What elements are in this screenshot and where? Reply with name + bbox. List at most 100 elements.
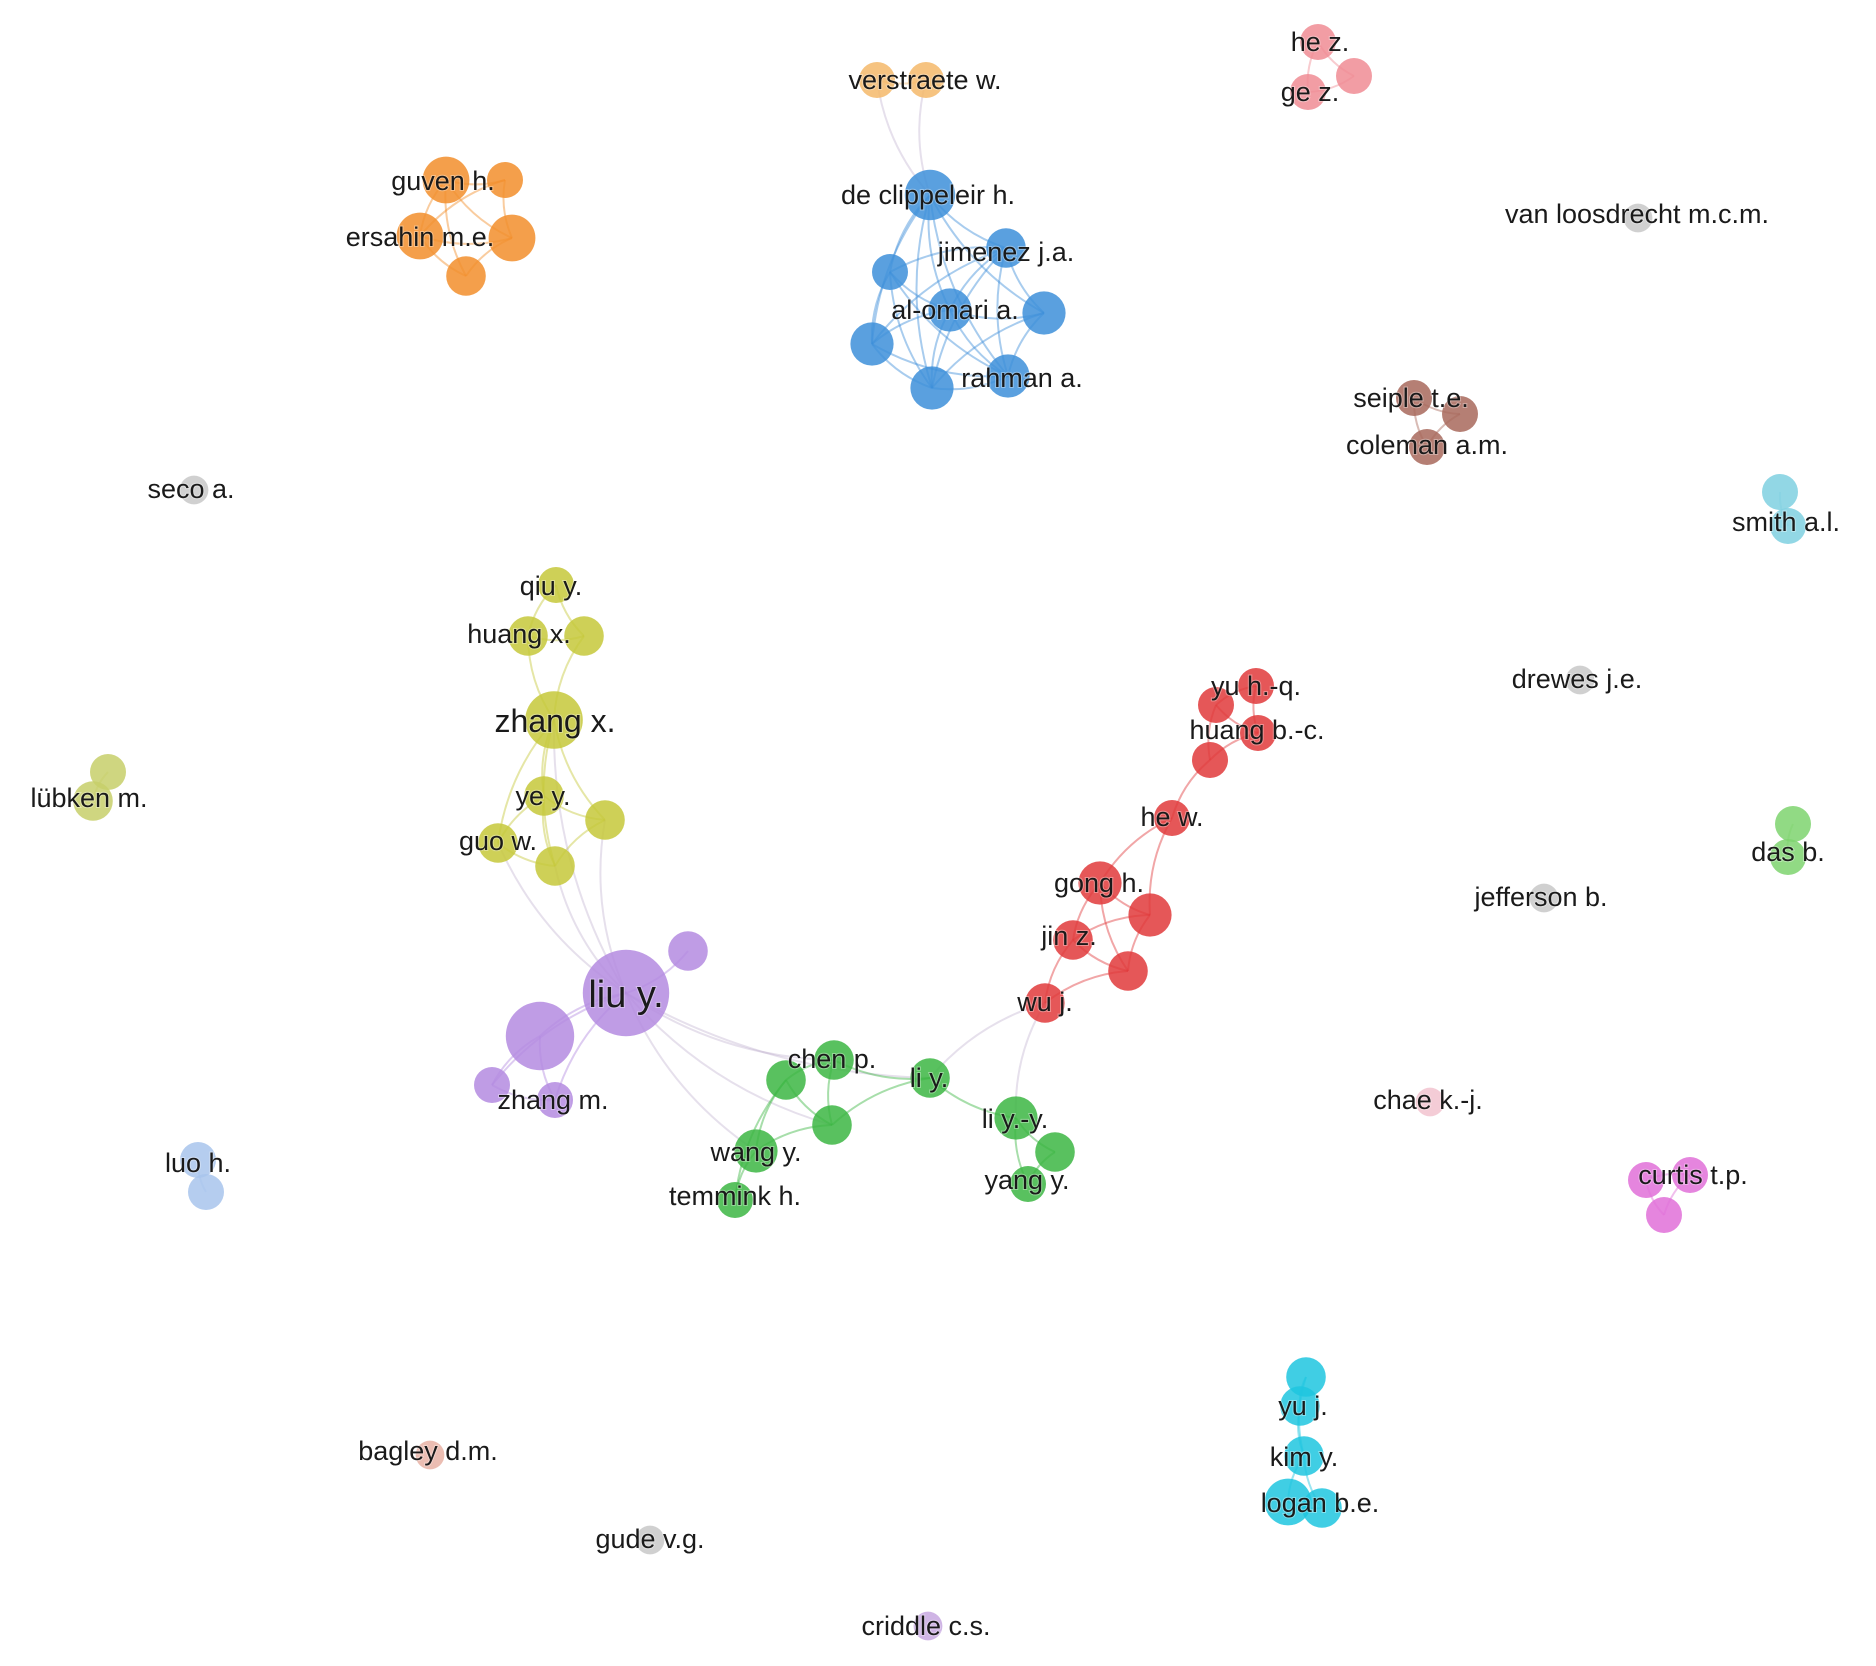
node-label-luo: luo h. bbox=[165, 1148, 231, 1178]
node-jin bbox=[1053, 920, 1093, 960]
node-red_b bbox=[1192, 742, 1228, 778]
node-green_b bbox=[812, 1105, 852, 1145]
node-label-he_z: he z. bbox=[1291, 27, 1350, 57]
node-bagley bbox=[415, 1440, 445, 1470]
node-blue_c bbox=[850, 322, 894, 366]
node-orange_a bbox=[487, 162, 523, 198]
node-logan bbox=[1264, 1478, 1312, 1526]
node-label-zhang_m: zhang m. bbox=[497, 1085, 608, 1115]
node-seco bbox=[179, 475, 209, 505]
node-layer bbox=[73, 24, 1811, 1641]
node-light_green_a bbox=[1770, 839, 1806, 875]
node-guo bbox=[478, 823, 518, 863]
node-green_a bbox=[766, 1060, 806, 1100]
node-drewes bbox=[1565, 665, 1595, 695]
node-qiu bbox=[538, 567, 574, 603]
node-blue_a bbox=[872, 254, 908, 290]
node-zhang_m bbox=[537, 1082, 573, 1118]
node-smith bbox=[1762, 474, 1798, 510]
node-he_z bbox=[1300, 24, 1336, 60]
node-wu bbox=[1025, 983, 1065, 1023]
node-label-criddle: criddle c.s. bbox=[861, 1611, 990, 1641]
node-label-qiu: qiu y. bbox=[520, 571, 583, 601]
node-label-chen: chen p. bbox=[788, 1044, 877, 1074]
node-label-das: das b. bbox=[1751, 837, 1825, 867]
node-curtis bbox=[1672, 1157, 1708, 1193]
node-green_c bbox=[1035, 1132, 1075, 1172]
node-bcyan_b bbox=[1302, 1488, 1342, 1528]
node-label-coleman: coleman a.m. bbox=[1346, 430, 1508, 460]
node-blue_b bbox=[1022, 291, 1066, 335]
node-orange_c bbox=[446, 256, 486, 296]
node-he_w bbox=[1154, 800, 1190, 836]
node-label-smith: smith a.l. bbox=[1732, 507, 1840, 537]
node-guven bbox=[422, 156, 470, 204]
node-ye bbox=[524, 776, 564, 816]
node-das bbox=[1775, 806, 1811, 842]
node-label-ersahin: ersahin m.e. bbox=[346, 222, 495, 252]
node-gong bbox=[1078, 861, 1122, 905]
node-red_c bbox=[1128, 893, 1172, 937]
node-wang bbox=[734, 1129, 778, 1173]
node-red_d bbox=[1108, 951, 1148, 991]
node-criddle bbox=[913, 1611, 943, 1641]
node-yang bbox=[1010, 1166, 1046, 1202]
node-verstraete2 bbox=[908, 62, 944, 98]
node-label-huang_x: huang x. bbox=[467, 619, 571, 649]
node-label-curtis: curtis t.p. bbox=[1638, 1160, 1748, 1190]
node-label-yang: yang y. bbox=[984, 1165, 1069, 1195]
node-label-logan: logan b.e. bbox=[1261, 1488, 1380, 1518]
node-label-huang_bc: huang b.-c. bbox=[1189, 715, 1324, 745]
node-chen bbox=[814, 1040, 854, 1080]
node-label-bagley: bagley d.m. bbox=[358, 1436, 498, 1466]
node-label-jin: jin z. bbox=[1040, 921, 1097, 951]
node-luo bbox=[180, 1142, 216, 1178]
node-chae bbox=[1415, 1087, 1445, 1117]
node-label-li_y: li y. bbox=[910, 1063, 949, 1093]
node-yu_hq bbox=[1238, 668, 1274, 704]
node-kim bbox=[1284, 1436, 1324, 1476]
node-bcyan_a bbox=[1280, 1386, 1320, 1426]
node-label-zhang_x: zhang x. bbox=[495, 703, 616, 739]
node-temmink bbox=[717, 1182, 753, 1218]
node-label-seco: seco a. bbox=[147, 474, 234, 504]
node-label-de_clippeleir: de clippeleir h. bbox=[841, 180, 1015, 210]
node-huang_bc bbox=[1240, 715, 1276, 751]
node-label-van_loosdrecht: van loosdrecht m.c.m. bbox=[1505, 199, 1769, 229]
node-brown_a bbox=[1442, 396, 1478, 432]
node-label-jefferson: jefferson b. bbox=[1473, 882, 1607, 912]
node-liu bbox=[582, 949, 670, 1037]
node-light_olive_a bbox=[73, 781, 113, 821]
node-van_loosdrecht bbox=[1623, 203, 1653, 233]
node-label-wu: wu j. bbox=[1016, 987, 1073, 1017]
node-zhang_x bbox=[525, 691, 583, 749]
node-magenta_b bbox=[1646, 1197, 1682, 1233]
node-gude bbox=[635, 1525, 665, 1555]
node-ge_z bbox=[1290, 74, 1326, 110]
node-label-liu: liu y. bbox=[588, 974, 663, 1016]
node-coleman bbox=[1409, 429, 1445, 465]
node-label-kim: kim y. bbox=[1270, 1442, 1339, 1472]
node-label-wang: wang y. bbox=[709, 1137, 801, 1167]
node-blue_d bbox=[910, 366, 954, 410]
node-pink_a bbox=[1336, 58, 1372, 94]
node-purple_c bbox=[474, 1067, 510, 1103]
node-cyan_a bbox=[1770, 508, 1806, 544]
label-layer: verstraete w.de clippeleir h.jimenez j.a… bbox=[29, 26, 1841, 1642]
node-purple_b bbox=[505, 1001, 575, 1071]
node-jimenez bbox=[986, 228, 1026, 268]
node-label-lubken: lübken m. bbox=[30, 783, 147, 813]
node-label-yu_j: yu j. bbox=[1278, 1391, 1328, 1421]
node-lubken bbox=[90, 754, 126, 790]
node-olive_c bbox=[535, 846, 575, 886]
node-label-he_w: he w. bbox=[1140, 802, 1203, 832]
node-al_omari bbox=[928, 288, 972, 332]
node-orange_b bbox=[488, 214, 536, 262]
node-label-ge_z: ge z. bbox=[1281, 77, 1340, 107]
node-label-gong: gong h. bbox=[1054, 868, 1144, 898]
node-olive_b bbox=[585, 800, 625, 840]
node-label-seiple: seiple t.e. bbox=[1353, 383, 1469, 413]
node-label-drewes: drewes j.e. bbox=[1512, 664, 1643, 694]
node-olive_a bbox=[564, 616, 604, 656]
